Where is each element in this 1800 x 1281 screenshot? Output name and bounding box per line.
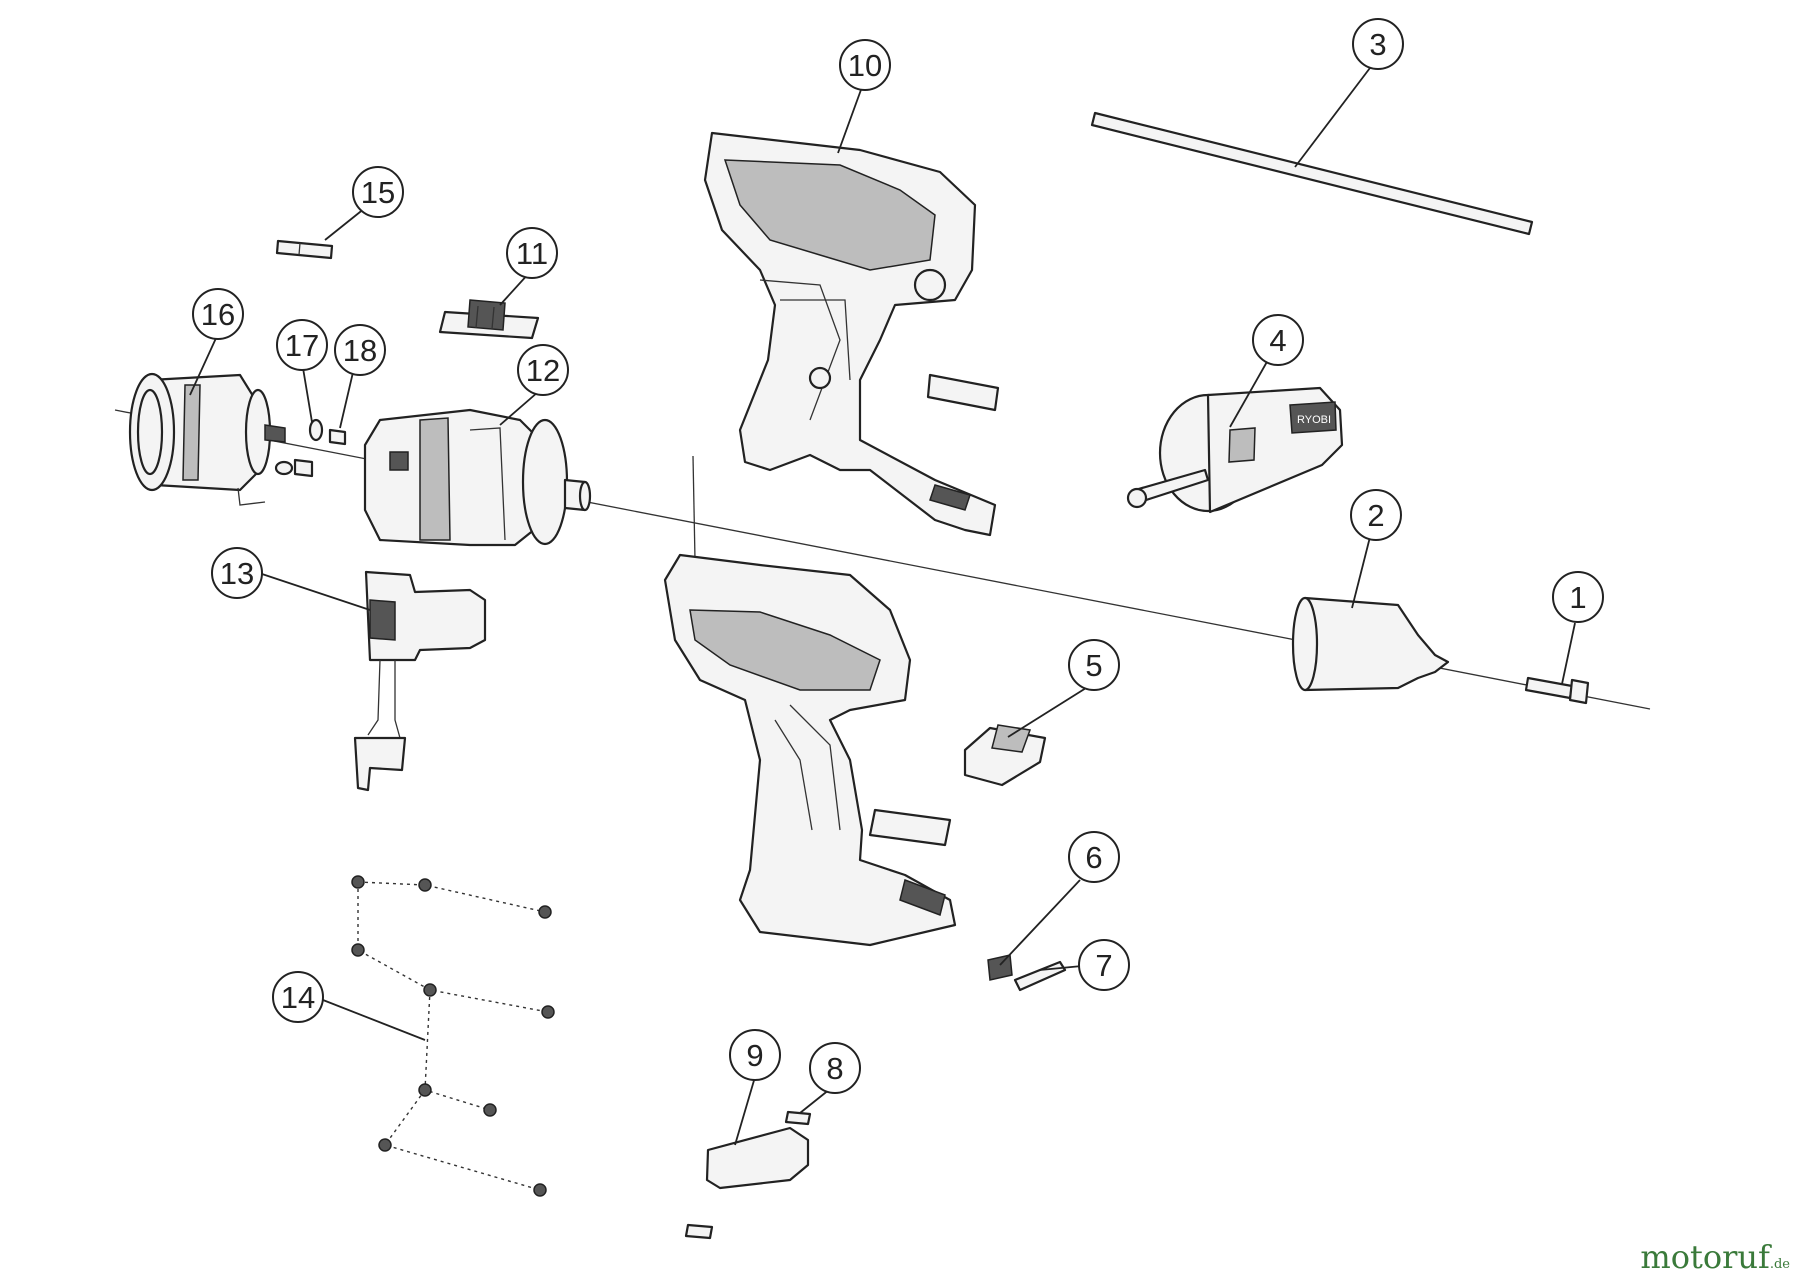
callout-14: 14 <box>272 971 324 1023</box>
part-17-washer <box>274 418 324 476</box>
part-10-housing-half <box>703 131 1000 537</box>
part-18-screw <box>293 428 347 478</box>
callout-9: 9 <box>729 1029 781 1081</box>
callout-4-number: 4 <box>1269 323 1286 358</box>
callout-16-number: 16 <box>201 297 235 332</box>
part-16-motor <box>128 372 286 506</box>
callout-17: 17 <box>276 319 328 371</box>
callout-8: 8 <box>809 1042 861 1094</box>
callout-2: 2 <box>1350 489 1402 541</box>
callout-4: 4 <box>1252 314 1304 366</box>
callout-18-number: 18 <box>343 333 377 368</box>
part-13-trigger-switch <box>353 570 487 792</box>
part-6-small-clip <box>987 954 1013 981</box>
callout-5-number: 5 <box>1085 648 1102 683</box>
part-4-switch-knob: RYOBI <box>1126 386 1344 514</box>
callout-5: 5 <box>1068 639 1120 691</box>
part-housing-half-right <box>663 553 957 947</box>
callout-12-number: 12 <box>526 353 560 388</box>
part-15-small-pin <box>275 239 334 260</box>
watermark-main-text: motoruf <box>1640 1238 1770 1276</box>
part-12-gearbox <box>363 408 592 547</box>
callout-18: 18 <box>334 324 386 376</box>
part-2-chuck <box>1291 596 1450 692</box>
callout-13-number: 13 <box>220 556 254 591</box>
callout-15-number: 15 <box>361 175 395 210</box>
callout-11: 11 <box>506 227 558 279</box>
leader-lines <box>189 59 1576 1146</box>
callout-2-number: 2 <box>1367 498 1384 533</box>
part-7-pin <box>1013 960 1067 992</box>
part-14-screw-set <box>351 875 555 1197</box>
part-1-chuck-screw <box>1524 676 1590 705</box>
callout-6-number: 6 <box>1085 840 1102 875</box>
callout-14-number: 14 <box>281 980 315 1015</box>
callout-8-number: 8 <box>826 1051 843 1086</box>
callout-13: 13 <box>211 547 263 599</box>
callout-7-number: 7 <box>1095 948 1112 983</box>
watermark-domain-suffix: .de <box>1769 1257 1790 1272</box>
part-5-belt-clip <box>963 724 1047 787</box>
callout-12: 12 <box>517 344 569 396</box>
callout-3: 3 <box>1352 18 1404 70</box>
callout-10: 10 <box>839 39 891 91</box>
callout-1-number: 1 <box>1569 580 1586 615</box>
watermark-logo: motoruf.de <box>1640 1241 1790 1273</box>
callout-17-number: 17 <box>285 328 319 363</box>
part-9-battery-cover <box>684 1126 810 1240</box>
callout-7: 7 <box>1078 939 1130 991</box>
part-8-small-block <box>784 1110 812 1126</box>
callout-11-number: 11 <box>516 236 548 271</box>
callout-15: 15 <box>352 166 404 218</box>
part-11-switch-cap <box>438 299 540 340</box>
callout-16: 16 <box>192 288 244 340</box>
callout-1: 1 <box>1552 571 1604 623</box>
knob-brand-text: RYOBI <box>1297 414 1331 426</box>
callout-9-number: 9 <box>746 1038 763 1073</box>
part-3-rod <box>1090 111 1534 236</box>
callout-6: 6 <box>1068 831 1120 883</box>
callout-10-number: 10 <box>848 48 882 83</box>
callout-3-number: 3 <box>1369 27 1386 62</box>
